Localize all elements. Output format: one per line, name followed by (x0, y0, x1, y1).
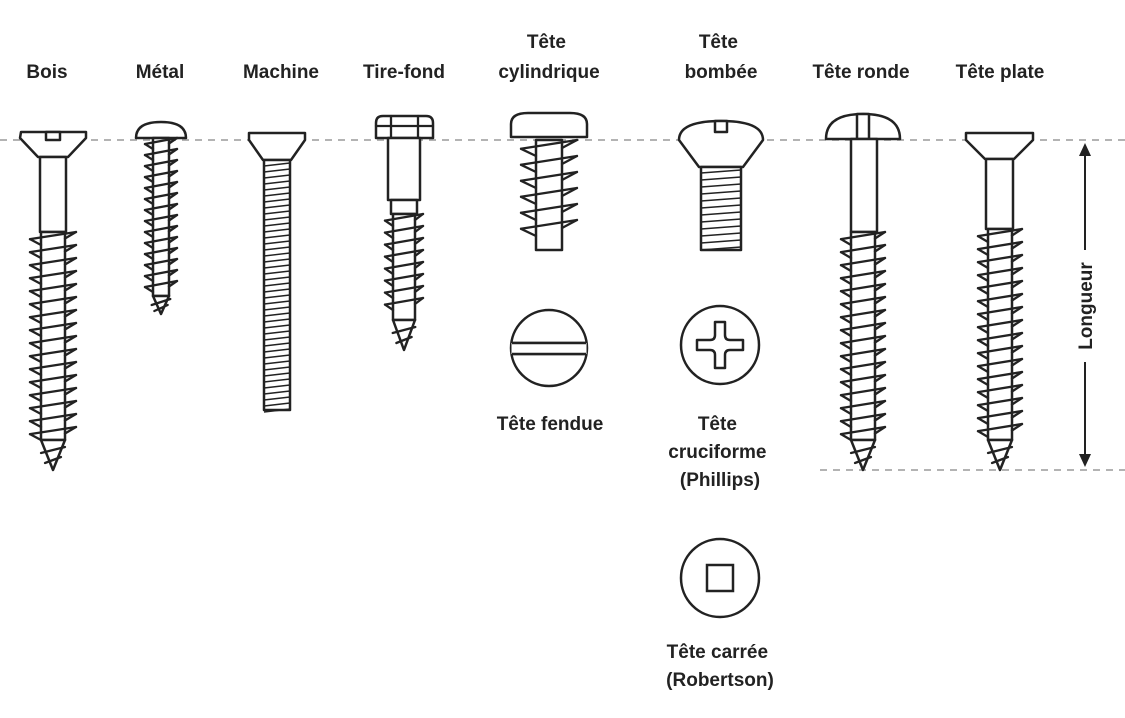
oval-slot (713, 119, 729, 134)
round-slot (855, 112, 871, 141)
flat-head-screw-icon (964, 131, 1035, 472)
flat-shank (984, 157, 1015, 231)
wood-screw-icon (18, 130, 88, 472)
cheese-head-screw-icon (509, 111, 589, 252)
round-shank (849, 137, 879, 234)
thread-front (28, 230, 78, 436)
hex-facets (374, 114, 435, 140)
metal-screw-icon (134, 120, 188, 316)
thread-front (519, 138, 579, 230)
label-tete-plate: Tête plate (956, 62, 1045, 83)
thread-edges (976, 227, 1024, 439)
screw-tip (849, 438, 877, 472)
thread-edges (28, 230, 78, 442)
fine-thread (263, 162, 291, 413)
pan-head (134, 120, 188, 140)
fine-thread (700, 169, 742, 251)
thread-edges (383, 212, 425, 312)
phillips-head-icon (679, 304, 761, 386)
label-tete-fendue: Tête fendue (497, 414, 604, 435)
label-tete-bombee: Tête bombée (685, 32, 758, 83)
lag-shank (386, 136, 422, 202)
flat-head (18, 130, 88, 159)
tip-thread (39, 445, 67, 465)
square-head-icon (679, 537, 761, 619)
label-metal: Métal (136, 62, 185, 83)
lag-collar (389, 198, 419, 216)
length-label: Longueur (1076, 262, 1097, 350)
tip-thread (986, 445, 1014, 465)
screw-core (534, 138, 564, 252)
thread-front (976, 227, 1024, 433)
screw-tip (986, 438, 1014, 472)
length-dimension (1079, 143, 1091, 467)
tip-thread (849, 445, 877, 465)
cheese-head (509, 111, 589, 139)
head-slot (44, 130, 62, 142)
screw-tip (391, 318, 417, 352)
thread-edges (143, 136, 179, 294)
thread-front (143, 136, 179, 289)
machine-screw-icon (247, 131, 307, 413)
label-tete-carree: Tête carrée (Robertson) (666, 642, 774, 691)
label-tete-ronde: Tête ronde (812, 62, 909, 83)
thread-front (839, 230, 887, 436)
flat-head (964, 131, 1035, 161)
thread-edges (519, 138, 579, 238)
slotted-head-icon (509, 308, 589, 388)
countersunk-head (247, 131, 307, 162)
label-machine: Machine (243, 62, 319, 83)
label-bois: Bois (26, 62, 67, 83)
label-tete-cylindrique: Tête cylindrique (498, 32, 599, 83)
label-tire-fond: Tire-fond (363, 62, 445, 83)
round-head-screw-icon (824, 112, 902, 472)
oval-head-screw-icon (677, 119, 765, 252)
label-tete-cruciforme: Tête cruciforme (Phillips) (668, 414, 771, 491)
lag-screw-icon (374, 114, 435, 352)
thread-edges (839, 230, 887, 442)
tip-thread (391, 325, 417, 345)
screw-tip (39, 438, 67, 472)
smooth-shank (38, 155, 68, 234)
thread-front (383, 212, 425, 306)
tip-thread (150, 297, 172, 313)
